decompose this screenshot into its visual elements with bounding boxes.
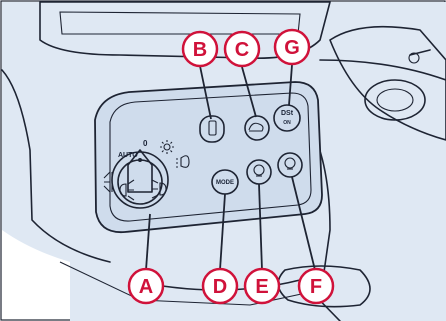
callout-e-letter: E xyxy=(255,276,268,298)
knob-indicator xyxy=(138,158,142,162)
callout-g-letter: G xyxy=(284,37,300,59)
callout-c: C xyxy=(225,32,259,66)
callout-a: A xyxy=(129,269,163,303)
callout-g: G xyxy=(275,30,309,64)
callout-f: F xyxy=(299,269,333,303)
dst-label: DSt xyxy=(281,110,294,117)
callout-e: E xyxy=(245,269,279,303)
callout-d: D xyxy=(203,269,237,303)
callout-b: B xyxy=(183,32,217,66)
callout-c-letter: C xyxy=(235,39,249,61)
dst-on-label: ON xyxy=(283,120,291,126)
knob-label-auto: AUTO xyxy=(118,152,138,159)
callout-d-letter: D xyxy=(213,276,227,298)
callout-b-letter: B xyxy=(193,39,207,61)
callout-f-letter: F xyxy=(310,276,322,298)
mode-label: MODE xyxy=(216,180,234,186)
knob-label-off: 0 xyxy=(143,139,148,148)
callout-a-letter: A xyxy=(139,276,153,298)
